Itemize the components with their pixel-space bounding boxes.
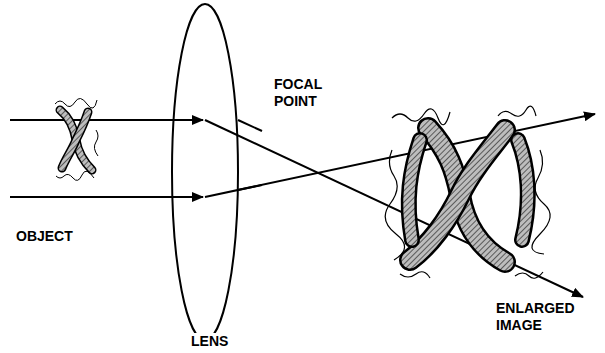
ray-arrow bbox=[238, 120, 262, 131]
refracted-ray bbox=[205, 114, 595, 197]
incoming-ray bbox=[10, 196, 203, 198]
refracted-ray bbox=[205, 120, 583, 297]
object-chromosome bbox=[55, 98, 98, 180]
enlarged-chromosome bbox=[385, 106, 550, 278]
object-label: OBJECT bbox=[14, 228, 75, 245]
lens-label: LENS bbox=[189, 333, 230, 350]
focal-point-label: FOCAL POINT bbox=[272, 76, 348, 110]
image-label: ENLARGED IMAGE bbox=[494, 300, 594, 334]
lens-shape bbox=[172, 4, 238, 340]
incoming-ray bbox=[10, 119, 203, 121]
ray-arrow bbox=[238, 185, 262, 190]
